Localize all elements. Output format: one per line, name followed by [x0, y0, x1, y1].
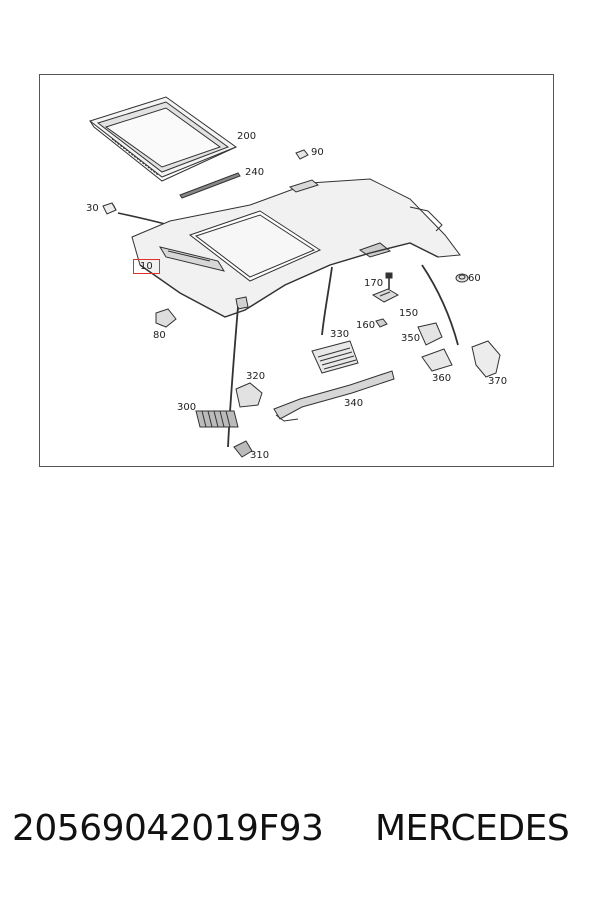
part-90-clip: [295, 149, 309, 160]
callout-300: 300: [177, 402, 197, 413]
part-80-cap: [155, 308, 177, 328]
callout-90: 90: [311, 147, 324, 158]
callout-370: 370: [488, 376, 508, 387]
parts-diagram: 200 90 240 30 10 60 170 150 160 80 330 3…: [39, 74, 554, 467]
part-240-deflector: [179, 172, 241, 199]
part-10-headliner: [131, 178, 461, 318]
callout-350: 350: [401, 333, 421, 344]
callout-340: 340: [344, 398, 364, 409]
part-370-bracket: [471, 340, 501, 378]
part-info-footer: 20569042019F93 MERCEDES: [0, 808, 600, 858]
headliner-exploded-view: [88, 96, 501, 458]
part-340-strip: [273, 370, 395, 422]
part-320-cover: [235, 382, 263, 408]
part-360-mount: [421, 348, 453, 372]
callout-240: 240: [245, 167, 265, 178]
part-200-sunroof-panel: [88, 96, 238, 182]
callout-360: 360: [432, 373, 452, 384]
part-30-block: [102, 202, 117, 215]
callout-30: 30: [86, 203, 99, 214]
part-310-connector: [233, 440, 253, 458]
part-150-bracket: [371, 288, 400, 303]
part-350-clip: [417, 322, 443, 346]
callout-10: 10: [133, 259, 160, 274]
callout-60: 60: [468, 273, 481, 284]
callout-150: 150: [399, 308, 419, 319]
part-330-vent-grille: [311, 340, 359, 374]
part-number: 20569042019F93: [12, 808, 324, 849]
callout-330: 330: [330, 329, 350, 340]
callout-160: 160: [356, 320, 376, 331]
part-60-grommet: [455, 273, 469, 283]
brand-name: MERCEDES: [375, 808, 570, 849]
callout-310: 310: [250, 450, 270, 461]
callout-320: 320: [246, 371, 266, 382]
callout-200: 200: [237, 131, 257, 142]
callout-170: 170: [364, 278, 384, 289]
callout-80: 80: [153, 330, 166, 341]
part-170-screw: [385, 272, 393, 289]
part-300-pad: [195, 410, 239, 428]
part-160-nut: [375, 318, 388, 328]
